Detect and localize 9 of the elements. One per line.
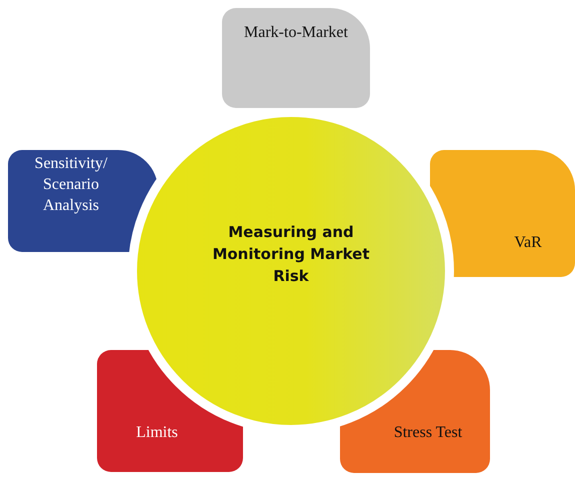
category-box — [8, 150, 158, 252]
category-box — [222, 8, 370, 108]
category-label: VaR — [513, 233, 543, 253]
central-title: Measuring and Monitoring Market Risk — [211, 222, 371, 287]
category-label: Mark-to-Market — [243, 23, 349, 43]
category-label: Sensitivity/ Scenario Analysis — [34, 154, 108, 216]
category-label: Limits — [135, 423, 179, 443]
category-label: Stress Test — [392, 423, 464, 443]
category-box — [430, 150, 575, 277]
